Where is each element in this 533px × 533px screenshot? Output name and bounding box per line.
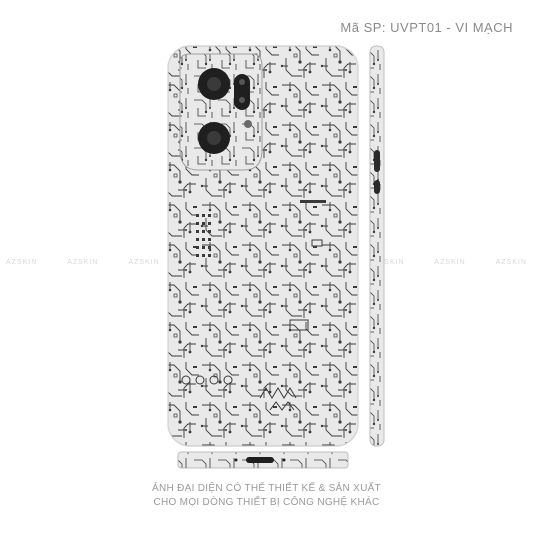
power-button-icon: [374, 180, 380, 194]
watermark-text: AZSKIN: [128, 259, 160, 266]
camera-island: [179, 53, 263, 171]
caption: ẢNH ĐẠI DIỆN CÓ THỂ THIẾT KẾ & SẢN XUẤT …: [0, 482, 533, 510]
bottom-edge-strip: [177, 451, 349, 469]
watermark-text: AZSKIN: [67, 259, 99, 266]
caption-line: ẢNH ĐẠI DIỆN CÓ THỂ THIẾT KẾ & SẢN XUẤT: [152, 483, 381, 494]
caption-line: CHO MỌI DÒNG THIẾT BỊ CÔNG NGHỆ KHÁC: [153, 497, 380, 508]
product-code-label: Mã SP: UVPT01 - VI MẠCH: [340, 20, 513, 35]
volume-button-icon: [374, 150, 380, 172]
watermark-text: AZSKIN: [6, 259, 38, 266]
usb-port-icon: [246, 457, 274, 463]
side-edge-strip: [369, 45, 385, 447]
watermark-text: AZSKIN: [373, 259, 405, 266]
watermark-text: AZSKIN: [495, 259, 527, 266]
watermark-text: AZSKIN: [434, 259, 466, 266]
circuit-detail: [181, 200, 326, 411]
flash-icon: [234, 74, 250, 110]
